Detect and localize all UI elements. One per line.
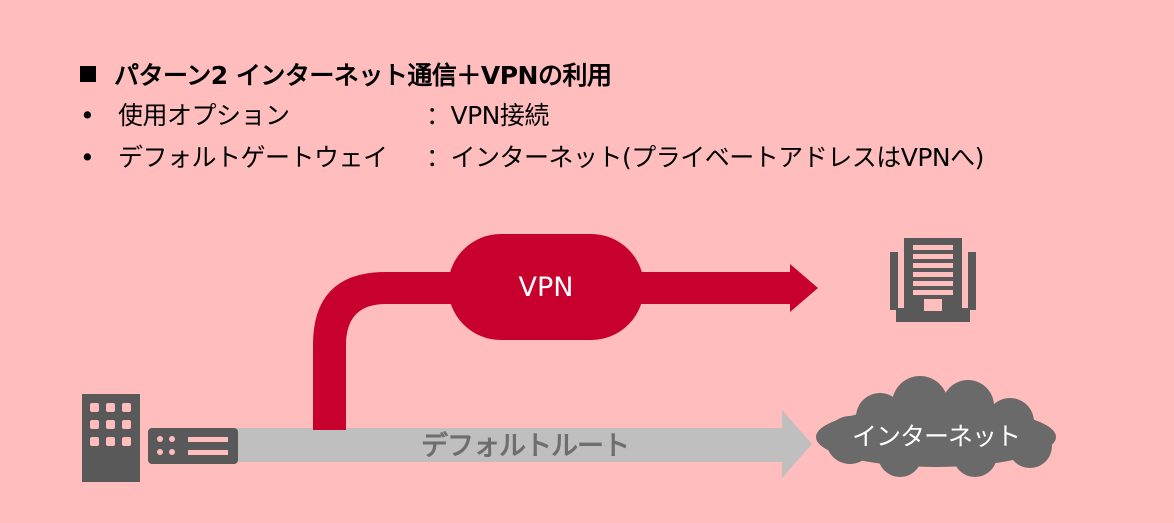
bullet-icon: • — [80, 101, 95, 130]
option-key: デフォルトゲートウェイ — [118, 143, 388, 172]
cloud-icon — [816, 376, 1056, 477]
datacenter-building-icon — [890, 238, 976, 322]
default-route-label: デフォルトルート — [421, 430, 629, 462]
option-value: ：VPN接続 — [426, 101, 549, 130]
default-route-arrow — [225, 410, 812, 478]
option-key: 使用オプション — [118, 101, 290, 130]
bullet-icon: • — [80, 143, 95, 172]
vpn-tunnel-capsule — [448, 234, 644, 340]
heading-text: パターン2 インターネット通信＋VPNの利用 — [114, 61, 612, 90]
square-bullet-icon — [80, 66, 96, 82]
office-building-icon — [82, 394, 140, 482]
option-value: ：インターネット(プライベートアドレスはVPNへ) — [426, 143, 984, 172]
option-row-gateway: • デフォルトゲートウェイ ：インターネット(プライベートアドレスはVPNへ) — [80, 138, 984, 174]
internet-label: インターネット — [852, 422, 1020, 451]
option-row-vpn: • 使用オプション ：VPN接続 — [80, 96, 549, 132]
page-heading: パターン2 インターネット通信＋VPNの利用 — [80, 56, 612, 92]
vpn-label: VPN — [519, 272, 574, 303]
server-icon — [148, 428, 238, 464]
